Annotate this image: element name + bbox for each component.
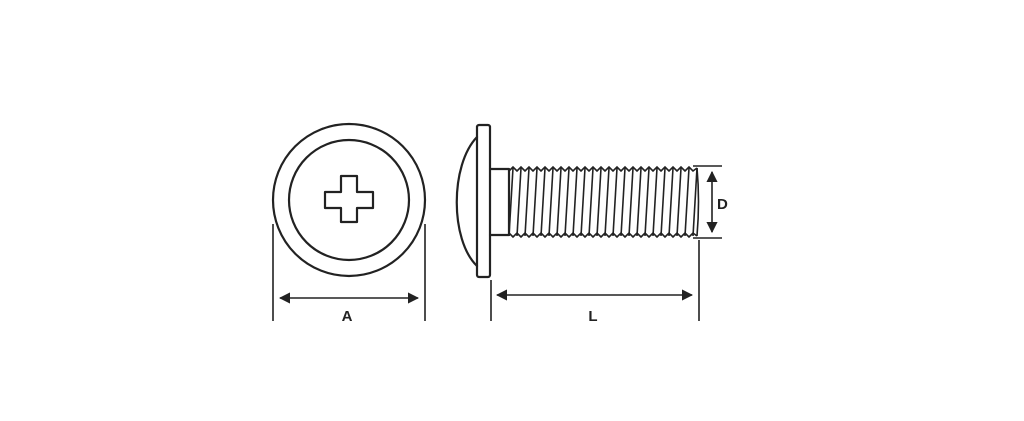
thread-line xyxy=(588,167,594,237)
thread-line xyxy=(620,167,626,237)
thread-line xyxy=(652,167,658,237)
phillips-cross-recess-icon xyxy=(323,174,375,224)
thread-line xyxy=(540,167,546,237)
dimension-d: D xyxy=(693,165,728,239)
thread-line xyxy=(572,167,578,237)
thread-top-edge xyxy=(508,165,698,173)
thread-line xyxy=(692,167,698,237)
thread-line xyxy=(668,167,674,237)
thread-line xyxy=(684,167,690,237)
thread-line xyxy=(524,167,530,237)
screw-side-view xyxy=(455,123,700,279)
washer-outer-circle xyxy=(271,122,427,278)
thread-line xyxy=(644,167,650,237)
thread-lines xyxy=(508,167,698,237)
thread-line xyxy=(660,167,666,237)
thread-line xyxy=(556,167,562,237)
thread-line xyxy=(636,167,642,237)
thread-line xyxy=(516,167,522,237)
washer-flange xyxy=(475,123,492,279)
thread-line xyxy=(548,167,554,237)
thread-line xyxy=(564,167,570,237)
shank-neck xyxy=(488,167,511,237)
thread-line xyxy=(532,167,538,237)
thread-line xyxy=(596,167,602,237)
head-dome xyxy=(455,135,479,268)
thread-bottom-edge xyxy=(508,231,698,239)
dimension-a: A xyxy=(272,224,426,325)
dimension-l: L xyxy=(490,240,700,325)
dimension-l-label: L xyxy=(588,308,597,325)
thread-line xyxy=(580,167,586,237)
thread-line xyxy=(508,167,514,237)
thread-line xyxy=(612,167,618,237)
head-inner-circle xyxy=(287,138,411,262)
thread-line xyxy=(676,167,682,237)
thread-line xyxy=(628,167,634,237)
dimension-a-label: A xyxy=(342,308,353,325)
thread-tip xyxy=(696,167,700,237)
dimension-d-label: D xyxy=(717,196,728,213)
thread-line xyxy=(604,167,610,237)
screw-head-front-view xyxy=(271,122,427,278)
